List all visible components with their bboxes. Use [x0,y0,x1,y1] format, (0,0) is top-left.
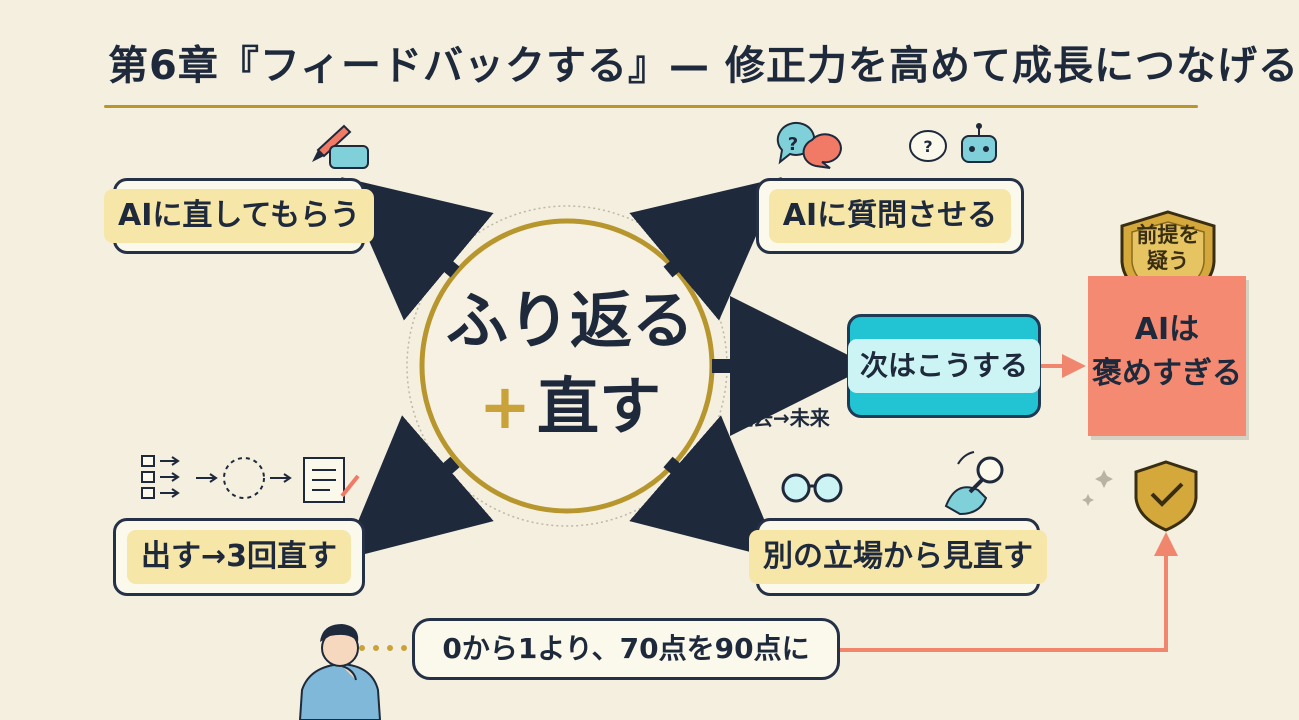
node-ai-fix: AIに直してもらう [104,178,374,254]
past-future-label: 過去→未来 [733,406,830,430]
checklist-flow-icon [141,455,360,503]
magnifier-icon [944,451,1004,516]
pencil-hand-icon [312,124,369,169]
speech-bubbles-icon: ? [776,121,842,169]
center-line-2: +直す [420,364,720,450]
center-line-1: ふり返る [445,284,694,357]
arrow-to-ai-question [629,177,782,321]
node-ai-question: AIに質問させる [756,178,1024,254]
node-other-view-label: 別の立場から見直す [749,530,1047,584]
node-ai-question-label: AIに質問させる [768,189,1012,243]
sticky-note-line-2: 褒めすぎる [1092,356,1242,391]
shield-label: 前提を 疑う [1126,222,1210,274]
bottom-note-label: 0から1より、70点を90点に [442,632,810,665]
arrow-to-draft-revise [342,415,494,560]
robot-question-icon: ? [909,123,997,163]
center-label: ふり返る +直す [420,278,720,458]
center-line-2-text: 直す [536,370,661,443]
svg-text:?: ? [923,137,932,156]
svg-text:?: ? [788,134,798,155]
title-underline [104,105,1198,108]
bottom-note-box: 0から1より、70点を90点に [412,618,840,680]
node-draft-revise: 出す→3回直す [113,518,365,596]
arrow-to-ai-fix [341,177,494,321]
sparkle-icon [1082,470,1113,506]
node-other-view: 別の立場から見直す [749,518,1047,596]
check-shield-icon [1134,460,1198,532]
sticky-note: AIは 褒めすぎる [1088,276,1246,436]
plus-sign: + [479,370,531,443]
node-ai-fix-label: AIに直してもらう [104,189,374,243]
sticky-note-text: AIは 褒めすぎる [1088,308,1246,396]
arrow-bottom-to-shield [840,532,1178,652]
glasses-icon [781,473,843,503]
page-title: 第6章『フィードバックする』— 修正力を高めて成長につなげる [108,43,1299,89]
node-next-action-label: 次はこうする [848,339,1041,393]
node-next-action: 次はこうする [847,314,1041,418]
sticky-note-line-1: AIは [1134,312,1200,347]
shield-label-line-1: 前提を [1136,223,1200,247]
shield-label-line-2: 疑う [1147,249,1189,273]
thought-dots [359,645,407,651]
person-thinking-icon [298,624,382,720]
node-draft-revise-label: 出す→3回直す [126,530,351,584]
arrow-to-other-view [629,415,781,560]
